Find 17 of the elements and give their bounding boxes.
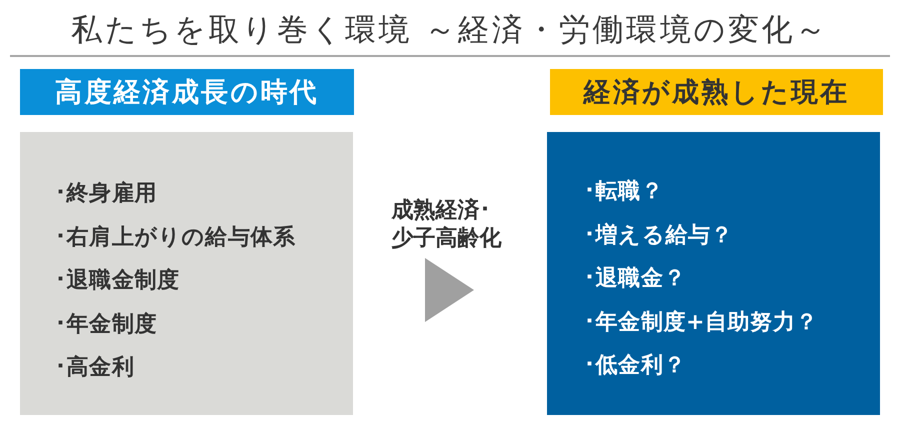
- list-item: ･右肩上がりの給与体系: [55, 224, 296, 252]
- list-item: ･年金制度: [55, 310, 157, 338]
- list-item: ･高金利: [55, 354, 134, 382]
- triangle: [424, 258, 474, 322]
- list-panel: [20, 132, 353, 415]
- list-item: ･低金利？: [584, 352, 686, 380]
- title: 私たちを取り巻く環境 ～経済・労働環境の変化～: [70, 11, 830, 49]
- list-item: ･終身雇用: [55, 180, 157, 208]
- list-panel: [547, 132, 880, 415]
- node-label: 成熟経済･少子高齢化: [392, 197, 502, 253]
- list-item: ･年金制度+自助努力？: [584, 308, 818, 336]
- list-item: ･転職？: [584, 178, 664, 206]
- header-band: 高度経済成長の時代: [20, 69, 354, 115]
- list-item: ･増える給与？: [584, 222, 734, 250]
- header-band: 経済が成熟した現在: [550, 69, 883, 115]
- list-item: ･退職金制度: [55, 266, 180, 295]
- list-item: ･退職金？: [584, 265, 686, 293]
